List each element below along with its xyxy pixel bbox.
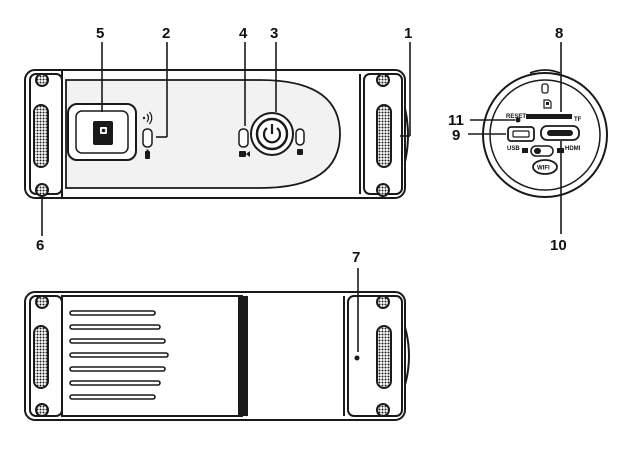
- speaker-grille-right: [376, 104, 392, 168]
- usb-label: USB: [507, 146, 520, 152]
- wifi-label: WIFI: [537, 166, 550, 172]
- callout-7: 7: [352, 249, 360, 266]
- grip-dot: [35, 295, 49, 309]
- callout-9: 9: [452, 127, 460, 144]
- speaker-grille-left: [33, 325, 49, 389]
- grip-ridges: [69, 310, 169, 400]
- grip-band: [238, 296, 248, 416]
- status-led: [142, 128, 153, 148]
- microphone-hole: [354, 355, 360, 361]
- grip-dot: [376, 295, 390, 309]
- callout-2: 2: [162, 25, 170, 42]
- grip-dot: [376, 73, 390, 87]
- reset-button[interactable]: [515, 117, 521, 123]
- callout-11: 11: [448, 112, 464, 129]
- mode-led: [238, 128, 249, 148]
- tf-label: TF: [574, 117, 582, 123]
- photo-mode-icon: [297, 149, 303, 155]
- grip-dot: [35, 183, 49, 197]
- wifi-button[interactable]: [532, 159, 558, 175]
- callouts-rear: [468, 42, 562, 234]
- power-icon: [262, 124, 282, 144]
- video-mode-icon: [522, 148, 528, 153]
- sd-card-icon: [543, 99, 552, 109]
- grip-dot: [376, 183, 390, 197]
- grip-dot: [35, 73, 49, 87]
- callout-3: 3: [270, 25, 278, 42]
- grip-dot: [35, 403, 49, 417]
- camera-rear-view: [482, 69, 608, 198]
- speaker-grille-left: [33, 104, 49, 168]
- callout-6: 6: [36, 237, 44, 254]
- photo-led: [295, 128, 305, 146]
- battery-icon: [145, 149, 150, 159]
- callout-4: 4: [239, 25, 248, 42]
- callout-5: 5: [96, 25, 104, 42]
- hdmi-label: HDMI: [565, 146, 581, 152]
- reset-label: RESET: [506, 114, 526, 120]
- camera-side-view: [24, 291, 410, 421]
- callout-10: 10: [550, 237, 567, 254]
- grip-dot: [376, 403, 390, 417]
- video-mode-icon: [239, 151, 250, 157]
- callout-8: 8: [555, 25, 563, 42]
- callouts-top: [41, 42, 411, 236]
- callout-1: 1: [404, 25, 412, 42]
- speaker-grille-right: [376, 325, 392, 389]
- wifi-signal-icon: [142, 111, 153, 125]
- camera-top-view: [24, 69, 409, 199]
- tf-card-slot[interactable]: [526, 114, 572, 119]
